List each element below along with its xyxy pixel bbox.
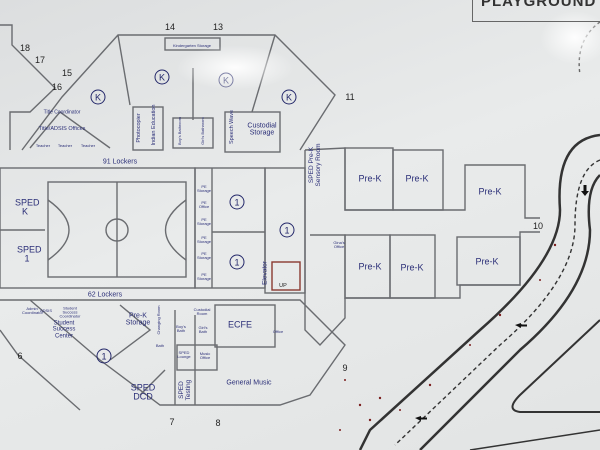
wall — [117, 34, 131, 106]
room-prek[interactable]: Pre-K — [358, 173, 382, 184]
room-title-adsis-offices[interactable]: Title/ADSIS Offices — [38, 126, 86, 133]
first-grade-room-marker[interactable]: 1 — [279, 222, 295, 238]
room-adsis[interactable]: ADSIS — [39, 307, 53, 313]
door-number: 6 — [17, 351, 23, 361]
room-indian-education[interactable]: Indian Education — [151, 104, 158, 146]
room-ecfe[interactable]: ECFE — [227, 319, 253, 330]
room-admin-coordinator[interactable]: Admin Coordinator — [22, 305, 43, 315]
room-kindergarten-storage[interactable]: Kindergarten Storage — [172, 42, 212, 48]
first-grade-room-marker[interactable]: 1 — [229, 194, 245, 210]
kindergarten-room-marker[interactable]: K — [154, 69, 170, 85]
playground-label: PLAYGROUND — [472, 0, 600, 22]
room-teacher[interactable]: Teacher — [57, 142, 73, 148]
room-boys-bathroom[interactable]: Boy's Bathroom — [176, 116, 182, 146]
room-sped-k[interactable]: SPED K — [15, 197, 40, 217]
kindergarten-room-marker[interactable]: K — [281, 89, 297, 105]
room-speech-wave[interactable]: Speech Wave — [229, 109, 236, 145]
room-boys-bath[interactable]: Boy's Bath — [176, 323, 186, 333]
room-teacher[interactable]: Teacher — [35, 142, 51, 148]
room-bath[interactable]: Bath — [155, 342, 165, 348]
room-pe-office[interactable]: PE Office — [198, 199, 210, 209]
kindergarten-room-marker[interactable]: K — [90, 89, 106, 105]
room-sped-testing[interactable]: SPED Testing — [178, 379, 192, 401]
door-number: 17 — [34, 55, 46, 65]
room-prek[interactable]: Pre-K — [475, 256, 499, 267]
room-prek[interactable]: Pre-K — [400, 262, 424, 273]
room-prek[interactable]: Pre-K — [405, 173, 429, 184]
room-prek[interactable]: Pre-K — [358, 261, 382, 272]
door-number: 9 — [342, 363, 348, 373]
room-custodial-storage[interactable]: Custodial Storage — [247, 122, 277, 137]
room-pe-storage[interactable]: PE Storage — [197, 183, 212, 193]
room-sped-prek-sensory[interactable]: SPED Pre-K Sensory Room — [308, 143, 322, 187]
elevator[interactable]: Elevator — [261, 261, 269, 285]
room-music-office[interactable]: Music Office — [199, 350, 211, 360]
label-91-lockers: 91 Lockers — [102, 158, 138, 166]
glare — [175, 45, 295, 90]
room-changing-room[interactable]: Changing Room — [155, 305, 161, 335]
room-pe-storage[interactable]: PE Storage — [197, 216, 212, 226]
arrow-down-icon — [581, 185, 589, 196]
room-sped-1[interactable]: SPED 1 — [17, 244, 42, 264]
room-sped-lounge[interactable]: SPED Lounge — [177, 349, 191, 359]
room-wall — [132, 106, 164, 151]
door-number: 16 — [51, 82, 63, 92]
door-number: 14 — [164, 22, 176, 32]
wall — [0, 24, 57, 150]
glare — [540, 10, 600, 65]
room-teacher[interactable]: Teacher — [80, 142, 96, 148]
room-office[interactable]: Office — [272, 328, 284, 334]
door-number: 8 — [215, 418, 221, 428]
room-student-success-center[interactable]: Student Success Center — [52, 320, 76, 340]
door-number: 10 — [532, 221, 544, 231]
first-grade-room-marker[interactable]: 1 — [229, 254, 245, 270]
room-wall — [164, 37, 221, 51]
room-girls-bathroom[interactable]: Girl's Bathroom — [199, 117, 205, 145]
door-number: 13 — [212, 22, 224, 32]
door-number: 18 — [19, 43, 31, 53]
room-custodial-room[interactable]: Custodial Room — [193, 306, 211, 316]
room-pe-storage[interactable]: PE Storage — [197, 234, 212, 244]
stairs-up: UP — [279, 283, 287, 290]
room-prek[interactable]: Pre-K — [478, 186, 502, 197]
first-grade-room-marker[interactable]: 1 — [96, 348, 112, 364]
room-photocopier[interactable]: Photocopier — [136, 113, 143, 143]
room-ginas-office[interactable]: Gina's Office — [333, 239, 345, 249]
room-girls-bath[interactable]: Girl's Bath — [198, 324, 208, 334]
room-title-coordinator[interactable]: Title Coordinator — [43, 109, 81, 116]
door-number: 7 — [169, 417, 175, 427]
label-62-lockers: 62 Lockers — [87, 291, 123, 299]
wall — [21, 34, 336, 151]
room-pe-storage[interactable]: PE Storage — [197, 250, 212, 260]
room-wall — [172, 117, 214, 149]
wall — [29, 111, 111, 149]
room-prek-storage[interactable]: Pre-K Storage — [125, 312, 151, 327]
door-number: 15 — [61, 68, 73, 78]
room-student-success-coordinator[interactable]: Student Success Coordinator — [59, 305, 81, 320]
door-number: 11 — [345, 92, 355, 102]
kindergarten-room-marker[interactable]: K — [218, 72, 234, 88]
room-sped-dcd[interactable]: SPED DCD — [130, 382, 156, 402]
arrow-left-icon — [415, 416, 427, 421]
room-wall — [224, 111, 281, 153]
arrow-left-icon — [515, 323, 527, 328]
room-pe-storage[interactable]: PE Storage — [197, 271, 212, 281]
room-general-music[interactable]: General Music — [226, 379, 272, 387]
